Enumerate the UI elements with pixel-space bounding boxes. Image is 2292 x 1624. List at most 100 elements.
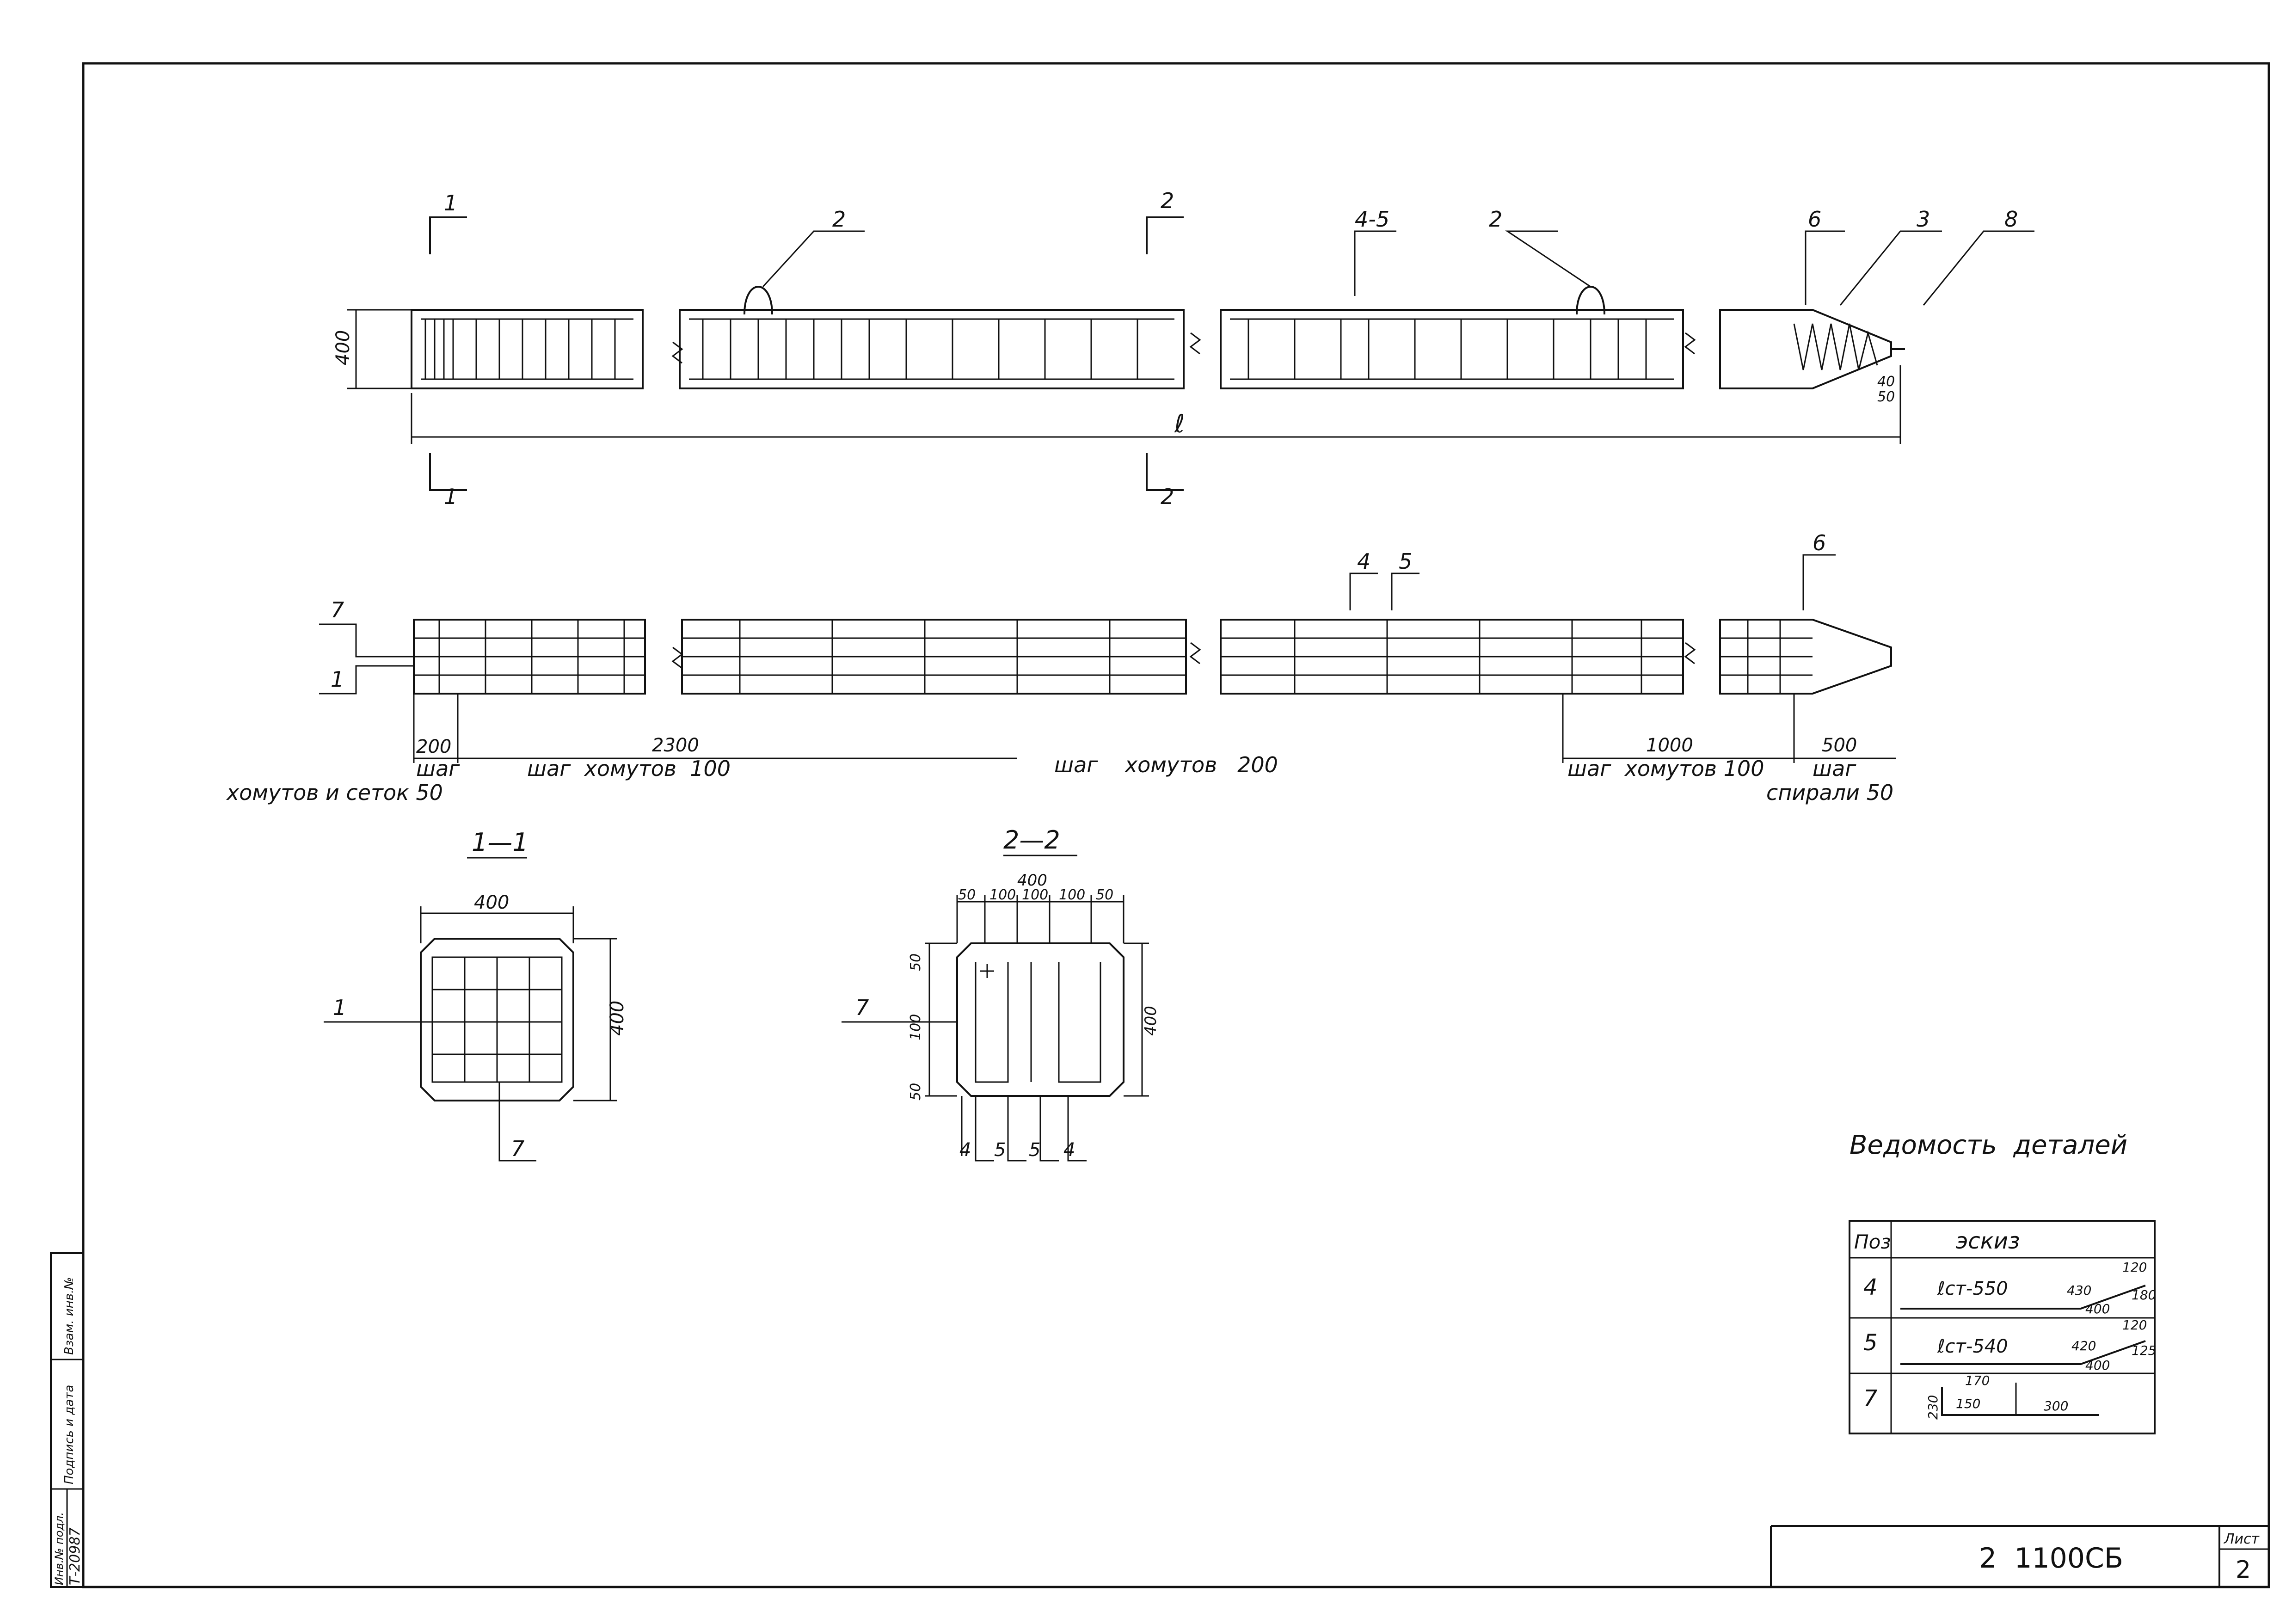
- pile-tip: [1719, 309, 1892, 389]
- pitch-dimension-chain: [413, 694, 1896, 763]
- plan-tip: [1719, 619, 1892, 695]
- details-row-1-pos: 4: [1863, 1274, 1878, 1300]
- section-mark-1-top-label: 1: [444, 191, 457, 215]
- dim-2300-label: 2300: [652, 735, 699, 756]
- pile-segment-3: [1220, 309, 1684, 389]
- details-row-1-sketch: ℓст-550: [1937, 1278, 2008, 1299]
- section-2-2-dim-100-a: 100: [989, 887, 1016, 903]
- details-row-2-c: 125: [2132, 1343, 2156, 1358]
- document-code: 2 1100СБ: [1979, 1542, 2123, 1575]
- pile-segment-2: [679, 309, 1185, 389]
- leaders-top: [762, 230, 2034, 306]
- side-stamp: Взам. инв.№ Подпись и дата Инв.№ подл. Т…: [50, 1252, 84, 1588]
- section-1-1-label-7: 7: [511, 1136, 524, 1161]
- leader-label-2a: 2: [832, 207, 846, 232]
- section-2-2-dims: [842, 895, 1149, 1162]
- plan-break-symbols: [671, 642, 1696, 669]
- leader-label-3: 3: [1917, 207, 1930, 232]
- dim-200-label: 200: [416, 736, 451, 757]
- plan-label-6: 6: [1813, 530, 1826, 555]
- pile-segment-1: [411, 309, 644, 389]
- pitch-spiral-b: спирали 50: [1766, 780, 1893, 805]
- section-2-2-label-4b: 4: [1063, 1139, 1075, 1161]
- leader-label-6: 6: [1808, 207, 1821, 232]
- side-stamp-number: Т-20987: [67, 1527, 83, 1585]
- details-row-3-c: 150: [1956, 1396, 1980, 1411]
- side-stamp-inv: Инв.№ подл.: [53, 1512, 66, 1585]
- title-block: 2 1100СБ Лист 2: [1770, 1525, 2269, 1587]
- side-stamp-sign: Подпись и дата: [62, 1385, 76, 1484]
- details-row-3-b: 230: [1925, 1395, 1941, 1420]
- stirrups-seg1: [421, 318, 633, 380]
- plan-label-7: 7: [331, 597, 344, 622]
- leader-label-8: 8: [2004, 207, 2018, 232]
- details-col-sketch: эскиз: [1956, 1228, 2020, 1254]
- section-1-1-title: 1—1: [472, 828, 528, 857]
- details-row-1-b: 430: [2067, 1283, 2091, 1298]
- details-schedule: Ведомость деталей Поз эскиз 4 ℓст-550 12…: [1849, 1130, 2156, 1434]
- section-1-1-dims: [324, 906, 617, 1162]
- plan-label-1: 1: [331, 667, 344, 692]
- details-row-2-sketch: ℓст-540: [1937, 1336, 2008, 1357]
- section-2-2-label-7: 7: [855, 995, 869, 1020]
- sheet-frame: [82, 62, 2270, 1588]
- dim-50-label: 50: [1877, 389, 1895, 405]
- details-row-3-d: 300: [2044, 1398, 2068, 1414]
- section-2-2-dim-100-c: 100: [1059, 887, 1085, 903]
- section-2-2-dim-50-a: 50: [958, 887, 976, 903]
- section-1-1-height: 400: [607, 1001, 628, 1036]
- section-2-2-left-50-bottom: 50: [908, 1083, 924, 1101]
- section-2-2-left-100: 100: [908, 1014, 924, 1040]
- details-col-pos: Поз: [1854, 1230, 1891, 1253]
- dim-1000-label: 1000: [1646, 735, 1693, 756]
- plan-view: 7 1 4 5 6 200 2300 1000 500 шаг хомутов …: [226, 530, 1896, 805]
- dimension-400-vertical: [347, 309, 412, 389]
- length-label: ℓ: [1174, 409, 1185, 438]
- details-row-2-bar: [1900, 1340, 2146, 1365]
- section-mark-2-bottom-label: 2: [1161, 484, 1174, 509]
- section-2-2-title: 2—2: [1003, 825, 1060, 855]
- dimension-length: [411, 365, 1901, 444]
- section-mark-2: [1146, 216, 1184, 491]
- details-row-3-bar: [1941, 1387, 2099, 1416]
- pitch-spiral-a: шаг: [1813, 756, 1856, 781]
- side-stamp-vzam: Взам. инв.№: [62, 1277, 76, 1355]
- details-row-2-pos: 5: [1863, 1330, 1878, 1356]
- section-2-2-dim-100-b: 100: [1022, 887, 1048, 903]
- section-2-2-right-400: 400: [1142, 1006, 1160, 1036]
- details-row-1-c: 180: [2132, 1287, 2156, 1303]
- details-row-3-a: 170: [1965, 1373, 1990, 1388]
- stirrups-seg2: [689, 318, 1174, 380]
- plan-mesh-lines: [414, 620, 1813, 694]
- details-row-1-a: 120: [2122, 1260, 2147, 1275]
- pitch-stirrups-100-left: шаг хомутов 100: [527, 756, 731, 781]
- lifting-loop-1: [744, 286, 773, 315]
- dim-500-label: 500: [1822, 735, 1857, 756]
- plan-label-4: 4: [1357, 549, 1370, 574]
- details-row-2-d: 400: [2085, 1358, 2110, 1373]
- section-1-1-label-1: 1: [333, 995, 346, 1020]
- section-1-1-outline: [420, 938, 574, 1101]
- stirrups-seg3: [1230, 318, 1674, 380]
- plan-leaders: [319, 554, 1836, 695]
- lifting-loop-2: [1576, 286, 1605, 315]
- dim-400-label: 400: [332, 330, 354, 365]
- details-title: Ведомость деталей: [1850, 1130, 2127, 1160]
- section-1-1-width: 400: [474, 892, 509, 913]
- section-mark-1: [429, 216, 467, 491]
- section-2-2-bars: [975, 962, 1101, 1083]
- section-2-2-top-dim-400: 400: [1017, 871, 1047, 890]
- section-2-2-label-5a: 5: [994, 1139, 1006, 1161]
- details-row-3-pos: 7: [1863, 1385, 1878, 1411]
- section-2-2-label-4a: 4: [959, 1139, 971, 1161]
- pitch-stirrups-100-right: шаг хомутов 100: [1567, 756, 1764, 781]
- leader-label-4-5: 4-5: [1355, 207, 1389, 232]
- pitch-stirrups-meshes-b: хомутов и сеток 50: [226, 780, 443, 805]
- section-2-2-left-50-top: 50: [908, 953, 924, 971]
- section-2-2: 2—2 400 50 100 100 100 50 400: [842, 825, 1160, 1162]
- pitch-stirrups-meshes-a: шаг: [416, 756, 460, 781]
- section-mark-2-top-label: 2: [1161, 188, 1174, 213]
- details-row-1-d: 400: [2085, 1301, 2110, 1316]
- pitch-stirrups-200: шаг хомутов 200: [1054, 752, 1278, 777]
